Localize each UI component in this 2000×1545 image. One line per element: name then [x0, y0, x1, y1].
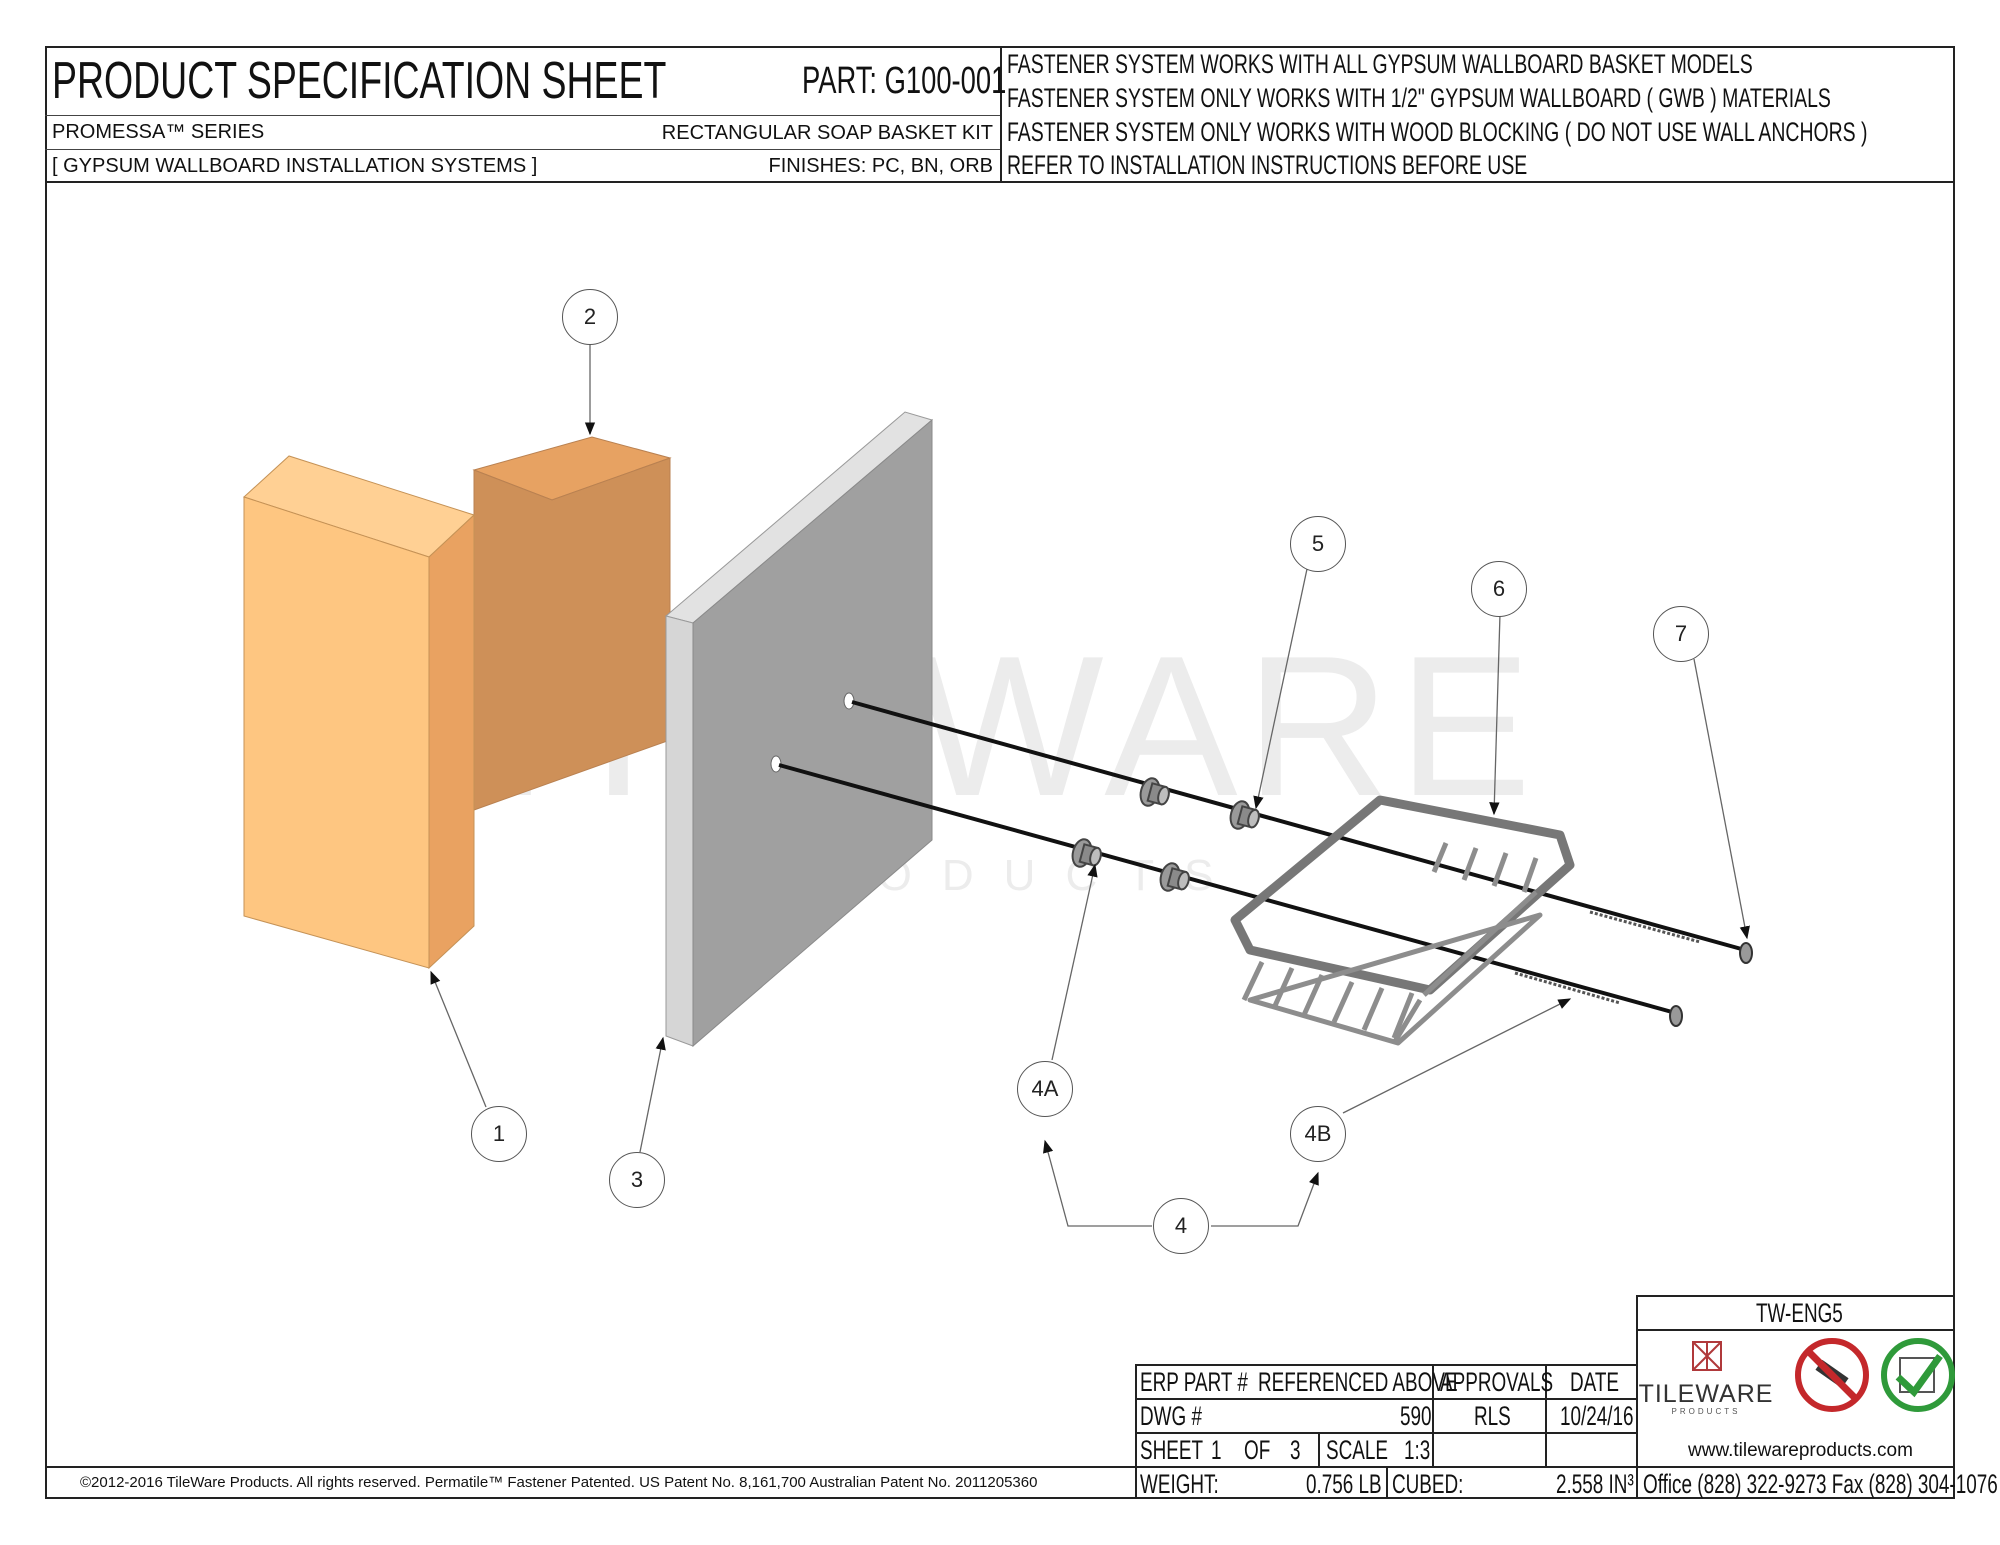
title-block-col-end	[1432, 1432, 1434, 1466]
weight-label: WEIGHT:	[1140, 1469, 1219, 1499]
title-block-col-approvals	[1432, 1364, 1434, 1432]
soap-basket	[1230, 795, 1575, 1046]
title-block-row-1	[1135, 1398, 1637, 1400]
document-code: TW-ENG5	[1756, 1298, 1843, 1328]
header-rule-2	[45, 149, 1000, 150]
tileware-logo-text: TILEWARE	[1639, 1380, 1774, 1408]
tileware-emblem-icon	[1692, 1341, 1722, 1371]
copyright-notice: ©2012-2016 TileWare Products. All rights…	[80, 1474, 1038, 1491]
dwg-value: 590	[1400, 1401, 1432, 1431]
title-block-top	[1135, 1364, 1637, 1366]
date-value: 10/24/16	[1560, 1401, 1634, 1431]
dwg-label: DWG #	[1140, 1401, 1202, 1431]
balloon-4: 4	[1153, 1198, 1209, 1254]
balloon-6: 6	[1471, 561, 1527, 617]
date-label: DATE	[1570, 1367, 1620, 1397]
balloon-7: 7	[1653, 606, 1709, 662]
title-block-code-bottom	[1636, 1329, 1955, 1331]
series-label: PROMESSA™ SERIES	[52, 121, 265, 143]
title-block-row-2	[1135, 1432, 1637, 1434]
sheet-label: SHEET	[1140, 1435, 1204, 1465]
finishes-label: FINISHES: PC, BN, ORB	[768, 155, 993, 177]
no-anchors-icon	[1795, 1338, 1869, 1412]
header-divider-bottom	[45, 181, 1955, 183]
cubed-value: 2.558 IN³	[1556, 1469, 1634, 1499]
title-block-col-date	[1545, 1364, 1547, 1466]
scale-value: 1:3	[1404, 1435, 1431, 1465]
fastener-rod-upper	[851, 700, 1746, 952]
weight-value: 0.756 LB	[1306, 1469, 1382, 1499]
tileware-logo: TILEWARE PRODUCTS	[1639, 1338, 1955, 1416]
note-3: FASTENER SYSTEM ONLY WORKS WITH WOOD BLO…	[1007, 117, 1868, 147]
note-1: FASTENER SYSTEM WORKS WITH ALL GYPSUM WA…	[1007, 49, 1753, 79]
note-4: REFER TO INSTALLATION INSTRUCTIONS BEFOR…	[1007, 150, 1528, 180]
balloon-5: 5	[1290, 516, 1346, 572]
balloon-1: 1	[471, 1106, 527, 1162]
sheet-title: PRODUCT SPECIFICATION SHEET	[52, 52, 667, 110]
approvals-label: APPROVALS	[1440, 1367, 1554, 1397]
title-block-phone-top	[1636, 1466, 1955, 1468]
title-block-code-top	[1636, 1295, 1955, 1297]
cubed-label: CUBED:	[1392, 1469, 1464, 1499]
fastener-rod-lower	[778, 763, 1673, 1014]
balloon-3: 3	[609, 1152, 665, 1208]
wood-blocking-beam	[472, 436, 672, 811]
footer-divider	[45, 1466, 1135, 1468]
balloon-2: 2	[562, 289, 618, 345]
title-block-col-scale	[1318, 1432, 1320, 1466]
system-label: [ GYPSUM WALLBOARD INSTALLATION SYSTEMS …	[52, 155, 538, 177]
phone-fax: Office (828) 322-9273 Fax (828) 304-1076	[1643, 1469, 1998, 1499]
title-block-left-edge	[1135, 1364, 1137, 1499]
wood-blocking-block	[243, 455, 475, 970]
part-number: PART: G100-001	[802, 60, 1007, 102]
gypsum-wallboard	[664, 411, 934, 1048]
header-rule-1	[45, 115, 1000, 116]
product-name: RECTANGULAR SOAP BASKET KIT	[661, 122, 993, 144]
screw-lower	[1514, 971, 1683, 1027]
note-2: FASTENER SYSTEM ONLY WORKS WITH 1/2" GYP…	[1007, 83, 1831, 113]
title-block-col-cubed	[1386, 1466, 1388, 1499]
approvals-value: RLS	[1474, 1401, 1511, 1431]
scale-label: SCALE	[1326, 1435, 1388, 1465]
sheet-total: 3	[1290, 1435, 1301, 1465]
website-link[interactable]: www.tilewareproducts.com	[1688, 1440, 1913, 1461]
balloon-4b: 4B	[1290, 1106, 1346, 1162]
erp-part-value: REFERENCED ABOVE	[1258, 1367, 1458, 1397]
erp-part-label: ERP PART #	[1140, 1367, 1248, 1397]
sheet-number: 1	[1211, 1435, 1222, 1465]
header-divider-vertical	[1000, 46, 1002, 182]
of-label: OF	[1244, 1435, 1271, 1465]
screw-upper	[1589, 910, 1753, 964]
approved-install-icon	[1881, 1338, 1955, 1412]
title-block-right-edge	[1636, 1295, 1638, 1499]
balloon-4a: 4A	[1017, 1061, 1073, 1117]
tileware-logo-subtext: PRODUCTS	[1672, 1407, 1741, 1416]
